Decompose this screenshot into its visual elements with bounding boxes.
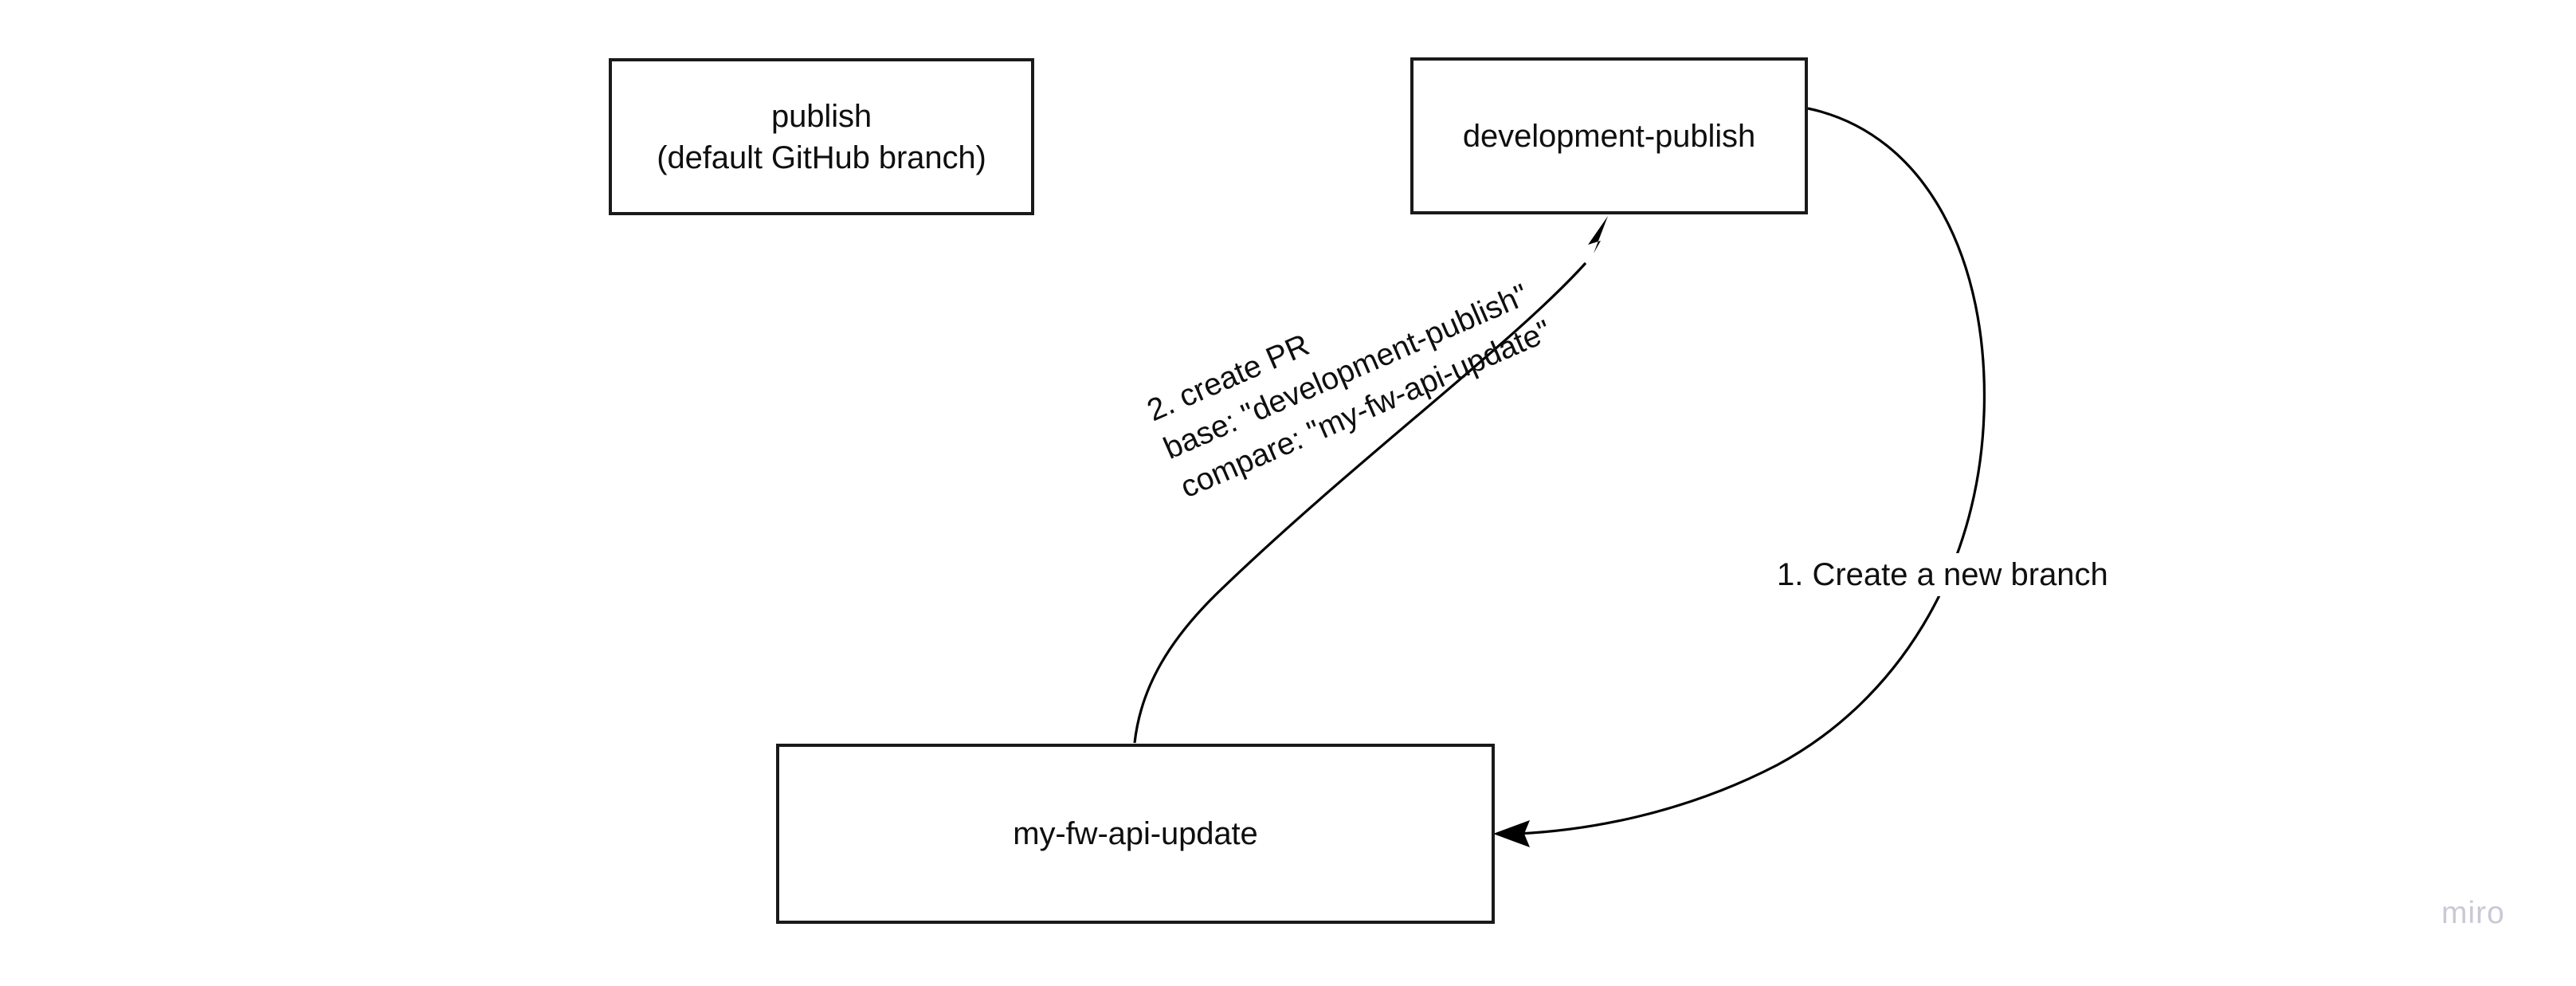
node-publish-label: publish (default GitHub branch)	[657, 98, 986, 175]
edge-create-branch-arrowhead	[1493, 820, 1530, 847]
node-development-publish[interactable]: development-publish	[1410, 57, 1808, 214]
node-development-publish-label: development-publish	[1462, 118, 1756, 154]
miro-watermark: miro	[2441, 896, 2505, 930]
edge-create-pr-path	[1133, 261, 1587, 744]
node-my-fw-api-update[interactable]: my-fw-api-update	[776, 744, 1495, 924]
edge-create-pr[interactable]	[1133, 216, 1608, 744]
edge-label-create-branch: 1. Create a new branch	[1770, 553, 2115, 596]
edge-create-pr-arrowhead	[1588, 216, 1608, 253]
edge-create-branch-path	[1517, 107, 1986, 835]
edge-create-branch[interactable]	[1493, 107, 1986, 847]
node-publish[interactable]: publish (default GitHub branch)	[609, 58, 1034, 215]
node-my-fw-api-update-label: my-fw-api-update	[1013, 816, 1258, 851]
